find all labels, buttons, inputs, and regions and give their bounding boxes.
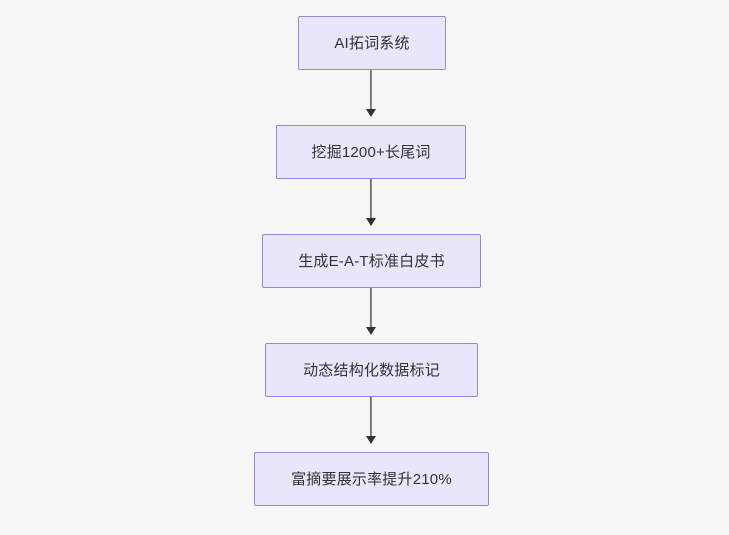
edge-line [369, 288, 373, 328]
edge-line [369, 397, 373, 437]
flow-node-ai-keyword-system[interactable]: AI拓词系统 [298, 16, 446, 70]
flow-node-generate-eat-whitepaper[interactable]: 生成E-A-T标准白皮书 [262, 234, 481, 288]
flow-node-label: 生成E-A-T标准白皮书 [298, 252, 445, 270]
flow-node-label: 挖掘1200+长尾词 [311, 143, 431, 161]
edge-line [369, 179, 373, 219]
flow-node-label: AI拓词系统 [334, 34, 410, 52]
arrowhead-icon [366, 218, 376, 226]
flow-node-label: 富摘要展示率提升210% [291, 470, 452, 488]
flow-node-rich-snippet-impression-uplift[interactable]: 富摘要展示率提升210% [254, 452, 489, 506]
arrowhead-icon [366, 327, 376, 335]
edge-line [369, 70, 373, 110]
arrowhead-icon [366, 109, 376, 117]
arrowhead-icon [366, 436, 376, 444]
flow-node-mine-longtail-keywords[interactable]: 挖掘1200+长尾词 [276, 125, 466, 179]
flow-node-dynamic-structured-data-markup[interactable]: 动态结构化数据标记 [265, 343, 478, 397]
flow-node-label: 动态结构化数据标记 [303, 361, 440, 379]
